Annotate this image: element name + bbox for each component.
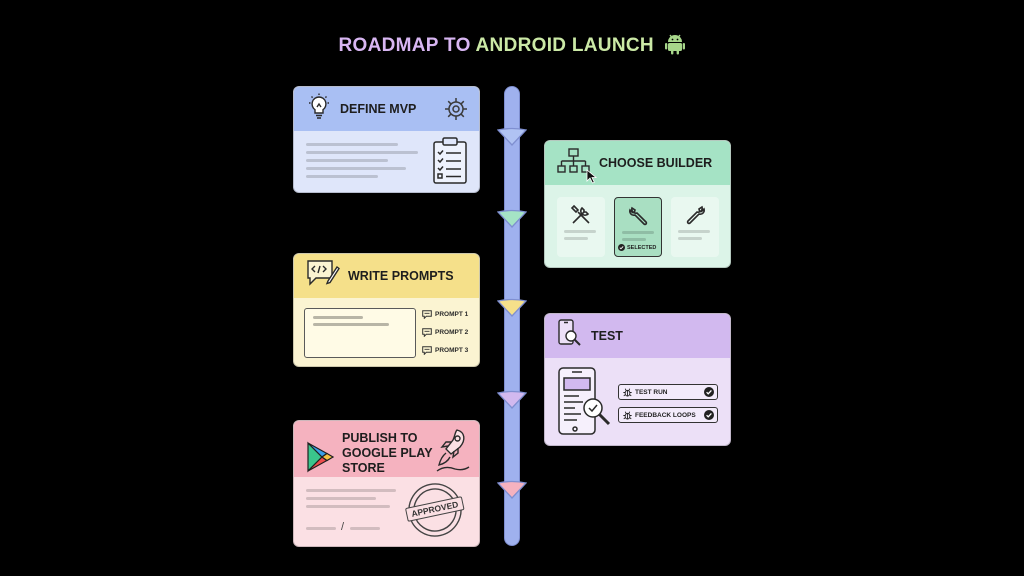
test-item-label: TEST RUN <box>635 388 668 396</box>
timeline-marker-prompts <box>497 298 527 317</box>
selected-badge-label: SELECTED <box>627 244 657 251</box>
card-header: WRITE PROMPTS <box>294 254 479 298</box>
chat-icon <box>422 346 432 355</box>
chat-code-icon <box>306 259 340 294</box>
bug-icon <box>623 388 632 397</box>
card-header: PUBLISH TO GOOGLE PLAY STORE <box>294 421 479 477</box>
card-choose-builder: CHOOSE BUILDER SELECTED <box>544 140 731 268</box>
check-circle-icon <box>704 410 714 420</box>
selected-badge: SELECTED <box>618 244 656 251</box>
test-item-test-run[interactable]: TEST RUN <box>618 384 718 400</box>
card-header: CHOOSE BUILDER <box>545 141 730 185</box>
clipboard-checklist-icon <box>432 137 468 190</box>
lightbulb-icon <box>306 93 332 126</box>
prompt-item-2[interactable]: PROMPT 2 <box>422 328 468 337</box>
phone-search-icon <box>557 366 613 443</box>
prompt-item-1[interactable]: PROMPT 1 <box>422 310 468 319</box>
prompt-item-3[interactable]: PROMPT 3 <box>422 346 468 355</box>
builder-option-2-selected[interactable]: SELECTED <box>614 197 662 257</box>
check-circle-icon <box>618 244 625 251</box>
builder-option-1[interactable] <box>557 197 605 257</box>
card-title: CHOOSE BUILDER <box>599 155 713 170</box>
check-circle-icon <box>704 387 714 397</box>
play-store-icon <box>306 441 335 478</box>
card-test: TEST TEST RUN FEEDBACK LOOPS <box>544 313 731 446</box>
title-part-2: ANDROID LAUNCH <box>475 35 654 56</box>
card-define-mvp: DEFINE MVP <box>293 86 480 193</box>
card-write-prompts: WRITE PROMPTS PROMPT 1 PROMPT 2 PROMPT 3 <box>293 253 480 367</box>
tools-icon <box>569 203 593 232</box>
cursor-icon <box>586 169 598 189</box>
card-header: DEFINE MVP <box>294 87 479 131</box>
approved-stamp: APPROVED <box>401 476 470 545</box>
prompt-item-label: PROMPT 3 <box>435 347 469 354</box>
separator-slash: / <box>341 521 345 533</box>
test-item-feedback-loops[interactable]: FEEDBACK LOOPS <box>618 407 718 423</box>
card-title: DEFINE MVP <box>340 101 417 116</box>
wrench-icon <box>683 203 707 232</box>
wrench-icon <box>627 204 651 233</box>
phone-search-icon <box>557 318 583 354</box>
title-part-1: ROADMAP TO <box>338 35 471 56</box>
android-icon <box>665 33 686 61</box>
bug-icon <box>623 411 632 420</box>
timeline-marker-test <box>497 390 527 409</box>
timeline-marker-publish <box>497 480 527 499</box>
card-title: PUBLISH TO GOOGLE PLAY STORE <box>342 431 433 475</box>
gear-icon <box>443 96 469 127</box>
prompt-item-label: PROMPT 2 <box>435 329 469 336</box>
card-title: WRITE PROMPTS <box>348 268 454 283</box>
sitemap-icon <box>557 147 591 179</box>
builder-option-3[interactable] <box>671 197 719 257</box>
prompt-text-area[interactable] <box>304 308 416 358</box>
prompt-item-label: PROMPT 1 <box>435 311 469 318</box>
page-title: ROADMAP TO ANDROID LAUNCH <box>0 33 1024 61</box>
rocket-icon <box>435 427 471 478</box>
timeline-marker-builder <box>497 209 527 228</box>
test-item-label: FEEDBACK LOOPS <box>635 411 696 419</box>
card-title: TEST <box>591 328 623 343</box>
card-header: TEST <box>545 314 730 358</box>
chat-icon <box>422 310 432 319</box>
timeline-marker-mvp <box>497 127 527 146</box>
chat-icon <box>422 328 432 337</box>
card-publish: PUBLISH TO GOOGLE PLAY STORE / APPROVED <box>293 420 480 547</box>
